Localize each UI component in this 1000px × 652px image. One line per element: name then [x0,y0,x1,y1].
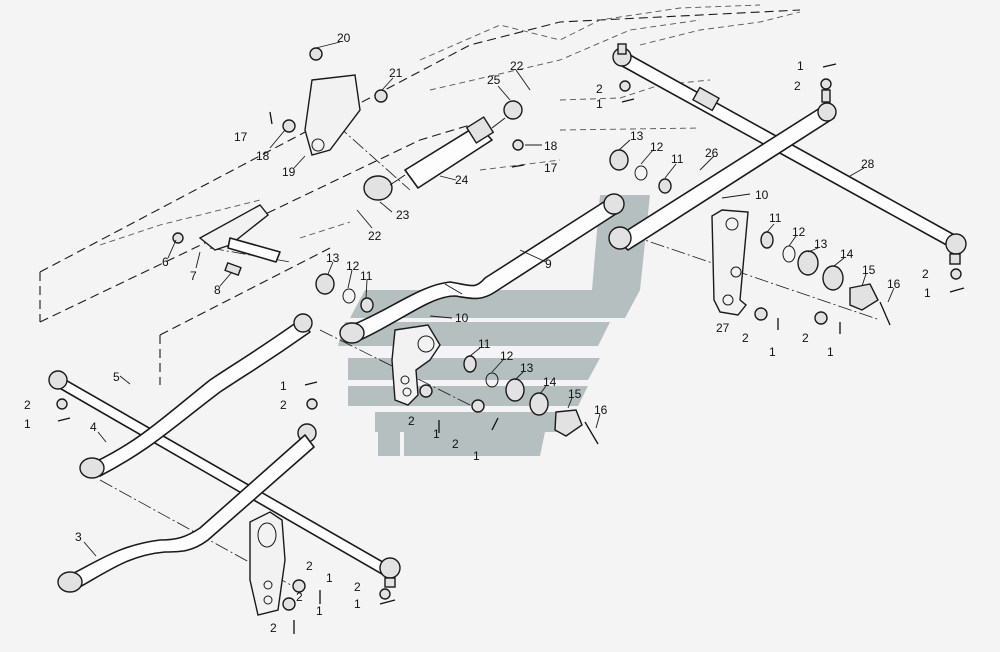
label-2j: 2 [306,559,313,573]
power-cylinder-assembly [282,47,524,201]
label-17a: 17 [234,130,248,144]
label-22a: 22 [510,59,524,73]
label-16b: 16 [594,403,608,417]
label-8: 8 [214,283,221,297]
drag-link-9 [339,193,625,344]
label-1h: 1 [433,427,440,441]
label-2a: 2 [794,79,801,93]
label-13b: 13 [814,237,828,251]
label-1d: 1 [769,345,776,359]
label-11b: 11 [769,211,782,225]
label-13a: 13 [630,129,644,143]
label-12a: 12 [650,140,664,154]
label-18a: 18 [256,149,270,163]
end-nuts [56,63,965,634]
idler-arm-bracket [391,324,441,406]
label-14b: 14 [543,375,557,389]
label-10a: 10 [755,188,769,202]
label-15a: 15 [862,263,876,277]
label-12b: 12 [792,225,806,239]
label-12d: 12 [500,349,514,363]
label-1i: 1 [473,449,480,463]
label-11d: 11 [478,337,491,351]
label-25: 25 [487,73,501,87]
label-19: 19 [282,165,296,179]
label-1l: 1 [316,604,323,618]
part-number-labels: 1 2 2 1 20 21 22 25 17 18 19 18 17 13 12… [24,31,931,635]
label-7: 7 [190,269,197,283]
label-10b: 10 [455,311,469,325]
centre-hardware-group [419,355,599,445]
label-2f: 2 [280,398,287,412]
label-21: 21 [389,66,403,80]
label-2i: 2 [452,437,459,451]
label-1k: 1 [354,597,361,611]
label-17b: 17 [544,161,558,175]
label-11a: 11 [671,152,684,166]
tie-rod-5 [48,370,401,588]
label-2b: 2 [596,82,603,96]
label-1f: 1 [280,379,287,393]
label-23: 23 [396,208,410,222]
label-26: 26 [705,146,719,160]
label-13c: 13 [326,251,340,265]
label-16a: 16 [887,277,901,291]
label-4: 4 [90,420,97,434]
label-2m: 2 [270,621,277,635]
tie-rod-4 [79,313,317,479]
label-5: 5 [113,370,120,384]
label-6: 6 [162,255,169,269]
frame-rail-outline [39,4,801,385]
lower-bracket [249,511,306,616]
label-2k: 2 [354,580,361,594]
label-2d: 2 [742,331,749,345]
label-11c: 11 [360,269,373,283]
label-15b: 15 [568,387,582,401]
label-2e: 2 [802,331,809,345]
label-20: 20 [337,31,351,45]
label-18b: 18 [544,139,558,153]
label-9: 9 [545,257,552,271]
drag-link-3 [57,434,315,593]
label-1e: 1 [827,345,834,359]
label-13d: 13 [520,361,534,375]
tie-rod-26 [608,89,837,251]
label-27: 27 [716,321,730,335]
label-14a: 14 [840,247,854,261]
label-1g: 1 [24,417,31,431]
label-2c: 2 [922,267,929,281]
label-28: 28 [861,157,875,171]
label-1c: 1 [924,286,931,300]
label-3: 3 [75,530,82,544]
label-2g: 2 [24,398,31,412]
tie-rod-28 [612,43,967,265]
ball-stud-bracket-7 [172,204,281,277]
label-2l: 2 [296,590,303,604]
label-22b: 22 [368,229,382,243]
leader-lines [83,41,895,557]
left-hardware-group [315,149,672,313]
label-1b: 1 [596,97,603,111]
label-12c: 12 [346,259,360,273]
label-24: 24 [455,173,469,187]
label-1j: 1 [326,571,333,585]
steering-arm-27 [711,209,749,316]
label-1a: 1 [797,59,804,73]
right-hardware-group [754,231,891,326]
label-2h: 2 [408,414,415,428]
